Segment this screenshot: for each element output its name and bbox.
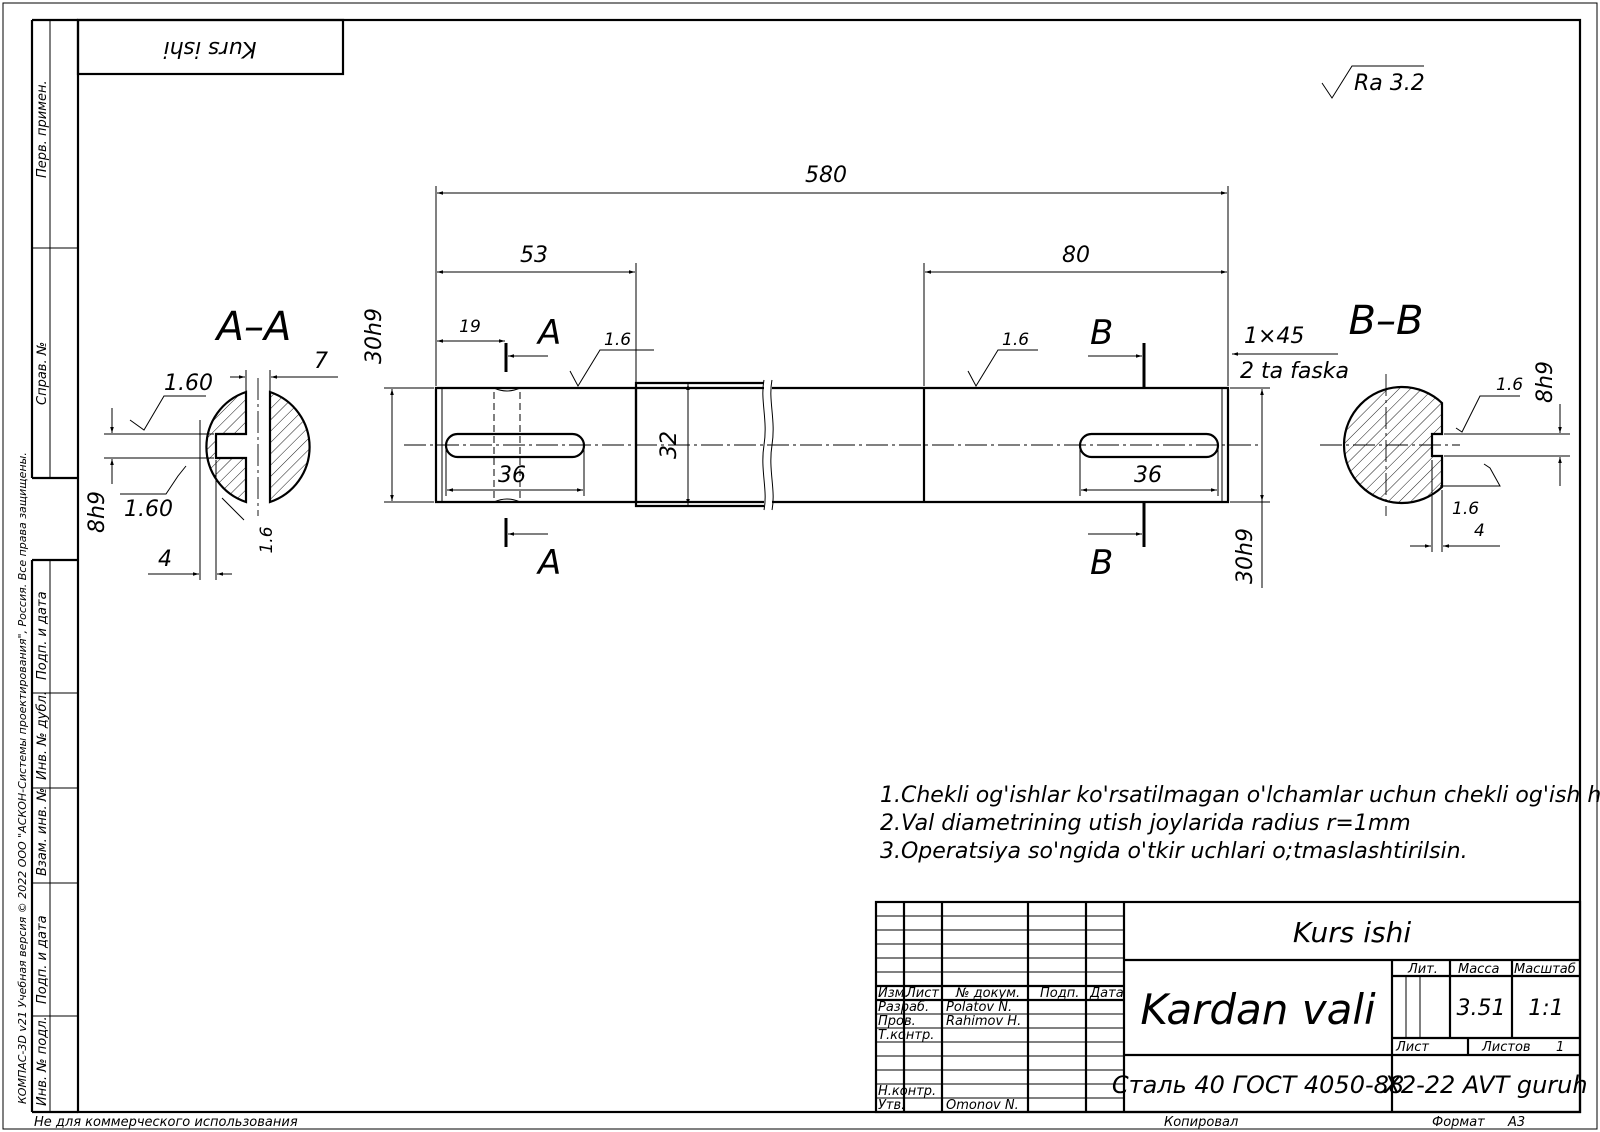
- section-aa-depth: 4: [158, 547, 172, 572]
- title-block: [874, 900, 1582, 1114]
- section-aa-title: A–A: [214, 304, 292, 350]
- section-aa-dims: [104, 370, 338, 580]
- dim-left-diameter: [384, 387, 434, 503]
- tb-mass-label: Масса: [1458, 962, 1499, 977]
- tb-col-dokum: № докум.: [955, 986, 1020, 1001]
- tb-scale-value: 1:1: [1528, 996, 1563, 1021]
- tb-part-name: Kardan vali: [1140, 985, 1376, 1034]
- keyway-left: [444, 432, 586, 459]
- stamp-inv-dubl: Инв. № дубл.: [35, 691, 50, 780]
- section-aa-rough-bottom: 1.60: [124, 497, 173, 522]
- general-roughness-symbol: [1321, 65, 1424, 99]
- footer-format-label: Формат: [1432, 1115, 1485, 1130]
- tb-role-tkontr: Т.контр.: [878, 1028, 934, 1043]
- roughness-right-text: 1.6: [1002, 330, 1029, 350]
- section-label-a-bottom: A: [536, 543, 561, 583]
- tb-name-razrab: Polatov N.: [946, 1000, 1012, 1015]
- tb-col-podp: Подп.: [1040, 986, 1079, 1001]
- tb-work-type: Kurs ishi: [1293, 916, 1411, 949]
- tb-role-razrab: Разраб.: [878, 1000, 929, 1015]
- chamfer-text: 1×45: [1244, 324, 1304, 349]
- dim-overall-length: [435, 186, 1229, 386]
- tb-name-prov: Rahimov H.: [946, 1014, 1021, 1029]
- main-frame: [76, 18, 1582, 1114]
- tb-mass-value: 3.51: [1457, 996, 1506, 1021]
- dim-keyway-right-text: 36: [1134, 463, 1162, 488]
- tb-col-data: Дата: [1089, 986, 1124, 1001]
- dim-left-step: [437, 263, 637, 382]
- section-label-b-top: B: [1090, 313, 1113, 353]
- footer-copied: Копировал: [1164, 1115, 1238, 1130]
- tb-col-izm: Изм.: [878, 986, 909, 1001]
- dim-right-step: [923, 263, 1227, 386]
- dim-middle-diameter-text: 32: [657, 431, 682, 459]
- section-bb-dims: [1410, 395, 1570, 552]
- tb-role-nkontr: Н.контр.: [878, 1084, 936, 1099]
- dim-right-diameter: [1230, 387, 1270, 588]
- dim-left-diameter-text: 30h9: [362, 308, 387, 364]
- copyright-text: КОМПАС-3D v21 Учебная версия © 2022 ООО …: [16, 452, 29, 1104]
- stamp-sprav-no: Справ. №: [35, 342, 50, 405]
- corner-stamp-text: Kurs ishi: [164, 36, 257, 61]
- tb-sheets-count: 1: [1556, 1040, 1564, 1055]
- tb-scale-label: Масштаб: [1514, 962, 1576, 977]
- tb-material: Сталь 40 ГОСТ 4050-88: [1112, 1071, 1404, 1099]
- note-1: 1.Chekli og'ishlar ko'rsatilmagan o'lcha…: [880, 783, 1600, 808]
- section-aa-rough-top: 1.60: [164, 371, 213, 396]
- tb-sheets-label: Листов: [1481, 1040, 1531, 1055]
- section-bb-depth: 4: [1474, 521, 1485, 541]
- roughness-symbol-left: [569, 349, 654, 388]
- groove-mark-bottom: [493, 498, 521, 503]
- corner-stamp-box: [76, 18, 345, 76]
- tb-role-utv: Утв.: [878, 1098, 905, 1113]
- groove-mark-top: [493, 387, 521, 392]
- section-bb-title: B–B: [1349, 298, 1424, 344]
- tb-role-prov: Пров.: [878, 1014, 916, 1029]
- dim-left-step-text: 53: [520, 243, 548, 268]
- note-2: 2.Val diametrining utish joylarida radiu…: [880, 811, 1411, 836]
- keyway-right: [1078, 432, 1220, 459]
- section-bb-rough-bottom: 1.6: [1452, 499, 1479, 519]
- section-bb-view: [1320, 374, 1460, 516]
- left-stamp-strip: [30, 18, 78, 1114]
- section-label-a-top: A: [536, 313, 561, 353]
- stamp-podp-data-2: Подп. и дата: [35, 915, 50, 1004]
- tb-sheet-label: Лист: [1395, 1040, 1429, 1055]
- tb-group: X2-22 AVT guruh: [1382, 1071, 1587, 1099]
- tb-name-utv: Omonov N.: [946, 1098, 1019, 1113]
- footer-format-value: А3: [1507, 1115, 1525, 1130]
- section-aa-view: [205, 378, 311, 516]
- section-bb-width-fit: 8h9: [1533, 361, 1558, 403]
- dim-keyway-right: [1079, 446, 1219, 496]
- stamp-vzam-inv: Взам. инв. №: [35, 788, 50, 876]
- dim-keyway-offset-text: 19: [459, 317, 481, 337]
- stamp-podp-data-1: Подп. и дата: [35, 591, 50, 680]
- tb-col-list: Лист: [905, 986, 939, 1001]
- footer-noncommercial: Не для коммерческого использования: [34, 1115, 298, 1130]
- dim-overall-length-text: 580: [805, 163, 847, 188]
- dim-right-diameter-text: 30h9: [1233, 528, 1258, 584]
- section-cut-b: [1088, 343, 1146, 547]
- dim-right-step-text: 80: [1062, 243, 1090, 268]
- note-3: 3.Operatsiya so'ngida o'tkir uchlari o;t…: [880, 839, 1468, 864]
- dim-keyway-left-text: 36: [498, 463, 526, 488]
- section-aa-rough-small: 1.6: [257, 526, 277, 553]
- shaft-main-view: [434, 379, 1230, 511]
- roughness-symbol-right: [967, 349, 1038, 388]
- stamp-inv-podl: Инв. № подл.: [35, 1016, 50, 1106]
- dim-keyway-left: [445, 446, 585, 496]
- tb-lit-label: Лит.: [1407, 962, 1438, 977]
- section-label-b-bottom: B: [1090, 543, 1113, 583]
- section-bb-rough-top: 1.6: [1496, 375, 1523, 395]
- stamp-perv-primen: Перв. примен.: [35, 80, 50, 178]
- section-aa-key-width: 7: [314, 349, 328, 374]
- chamfer-note: 2 ta faska: [1240, 359, 1349, 384]
- general-roughness-text: Ra 3.2: [1354, 71, 1425, 96]
- roughness-left-text: 1.6: [604, 330, 631, 350]
- section-aa-width-fit: 8h9: [85, 491, 110, 533]
- section-cut-a: [504, 343, 548, 547]
